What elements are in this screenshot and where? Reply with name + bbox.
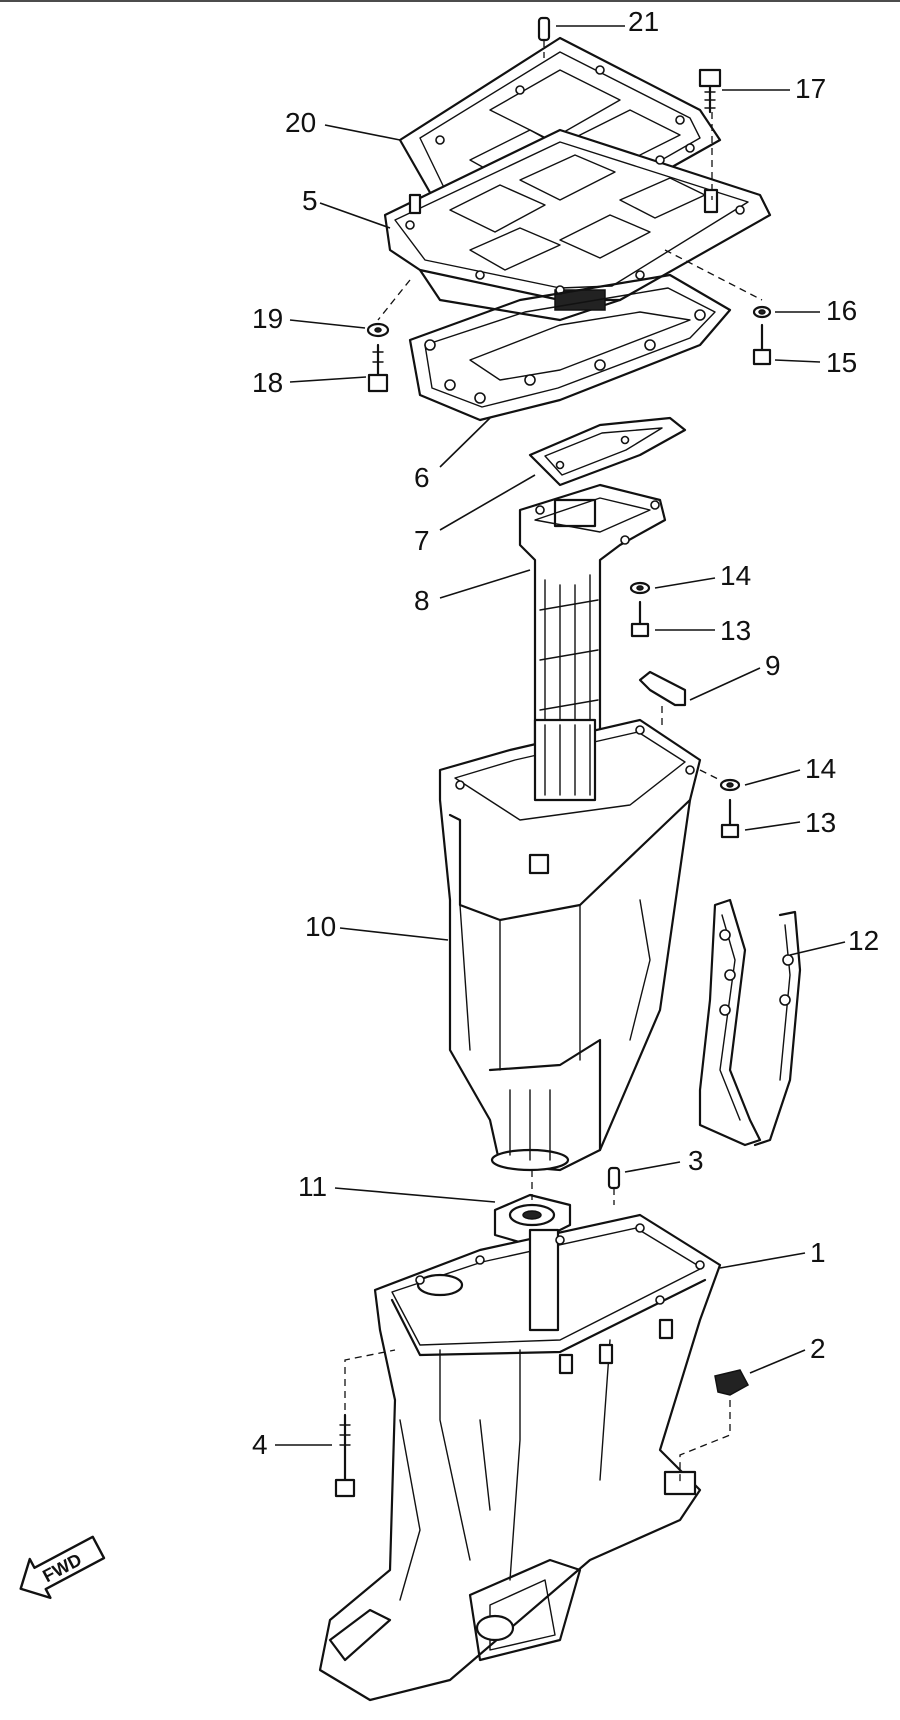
callout-2: 2	[810, 1333, 826, 1364]
callout-13a: 13	[720, 615, 751, 646]
part-6-gasket	[408, 273, 732, 422]
part-1-lower-casing	[318, 1213, 722, 1702]
part-4-bolt	[334, 1349, 396, 1498]
part-19-washer	[366, 279, 411, 338]
part-14-washer-upper	[629, 581, 651, 595]
part-13-bolt-upper	[630, 600, 650, 638]
callout-14a: 14	[720, 560, 751, 591]
part-15-bolt	[752, 323, 772, 366]
callout-19: 19	[252, 303, 283, 334]
part-9-bracket	[638, 670, 687, 730]
callout-9: 9	[765, 650, 781, 681]
callout-18: 18	[252, 367, 283, 398]
part-17-bolt	[698, 68, 722, 200]
callout-21: 21	[628, 6, 659, 37]
part-2-cap	[679, 1369, 750, 1485]
part-16-washer	[664, 249, 772, 319]
part-18-bolt	[367, 343, 389, 393]
callout-4: 4	[252, 1429, 268, 1460]
callout-10: 10	[305, 911, 336, 942]
callout-5: 5	[302, 185, 318, 216]
callout-13b: 13	[805, 807, 836, 838]
part-10-upper-casing	[438, 718, 702, 1172]
part-21-dowel-pin	[537, 16, 551, 58]
leader-lines	[275, 25, 846, 1446]
callout-6: 6	[414, 462, 430, 493]
callout-14b: 14	[805, 753, 836, 784]
callout-3: 3	[688, 1145, 704, 1176]
part-14-washer-lower	[699, 769, 741, 792]
callout-11: 11	[298, 1171, 327, 1202]
fwd-direction-arrow: FWD	[19, 1535, 106, 1600]
callout-1: 1	[810, 1237, 826, 1268]
callout-15: 15	[826, 347, 857, 378]
part-5-exhaust-guide-plate	[383, 128, 772, 322]
callout-12: 12	[848, 925, 879, 956]
arrow-icon	[19, 1535, 106, 1600]
part-3-dowel-pin	[607, 1166, 621, 1205]
callout-7: 7	[414, 525, 430, 556]
callout-20: 20	[285, 107, 316, 138]
callout-16: 16	[826, 295, 857, 326]
callout-8: 8	[414, 585, 430, 616]
part-13-bolt-lower	[720, 798, 740, 839]
callout-17: 17	[795, 73, 826, 104]
part-12-side-gasket	[698, 898, 802, 1147]
part-7-gasket	[528, 416, 687, 487]
